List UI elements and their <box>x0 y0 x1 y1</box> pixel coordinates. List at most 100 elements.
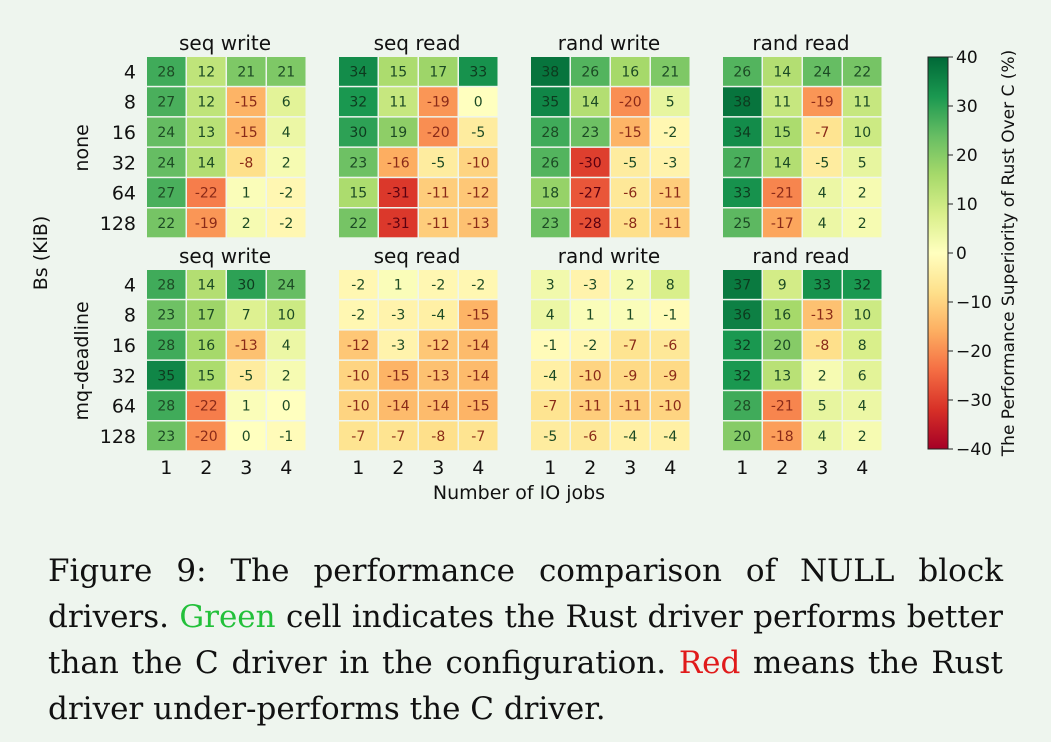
cell-value-label: 24 <box>277 277 295 293</box>
heatmap-cell <box>571 330 610 360</box>
heatmap-cell <box>843 208 882 238</box>
cell-value-label: -1 <box>543 338 557 354</box>
heatmap-cell <box>531 300 570 330</box>
heatmap-cell <box>187 117 226 147</box>
panel-title: rand read <box>752 244 849 268</box>
panel-title: rand read <box>752 31 849 55</box>
colorbar-tick-label: −20 <box>956 342 992 362</box>
x-tick-label: 1 <box>352 457 364 479</box>
cell-value-label: 19 <box>389 125 407 141</box>
cell-value-label: 1 <box>586 308 595 324</box>
cell-value-label: -7 <box>815 125 829 141</box>
cell-value-label: 5 <box>858 155 867 171</box>
cell-value-label: -12 <box>427 338 450 354</box>
cell-value-label: 0 <box>242 429 251 445</box>
cell-value-label: -7 <box>391 429 405 445</box>
heatmap-cell <box>459 391 498 420</box>
heatmap-cell <box>611 57 650 86</box>
cell-value-label: 28 <box>157 338 175 354</box>
cell-value-label: 30 <box>349 125 367 141</box>
heatmap-cell <box>379 270 418 299</box>
heatmap-cell <box>227 300 266 330</box>
heatmap-cell <box>723 270 762 299</box>
cell-value-label: 4 <box>858 399 867 415</box>
heatmap-cell <box>459 178 498 207</box>
cell-value-label: -3 <box>663 155 677 171</box>
cell-value-label: -19 <box>427 95 450 111</box>
heatmap-cell <box>803 87 842 117</box>
heatmap-cell <box>843 117 882 147</box>
heatmap-cell <box>763 117 802 147</box>
heatmap-cell <box>419 421 458 451</box>
cell-value-label: -21 <box>771 399 794 415</box>
heatmap-cell <box>763 270 802 299</box>
heatmap-cell <box>723 57 762 86</box>
colorbar-tick-label: 20 <box>956 146 978 166</box>
heatmap-cell <box>611 270 650 299</box>
heatmap-cell <box>571 270 610 299</box>
heatmap-cell <box>419 57 458 86</box>
heatmap-cell <box>843 421 882 451</box>
y-tick-label: 32 <box>112 152 136 174</box>
heatmap-cell <box>571 300 610 330</box>
x-tick-label: 2 <box>776 457 788 479</box>
heatmap-cell <box>763 330 802 360</box>
cell-value-label: -2 <box>351 308 365 324</box>
cell-value-label: 0 <box>474 95 483 111</box>
heatmap-cell <box>267 421 306 451</box>
cell-value-label: 25 <box>733 216 751 232</box>
cell-value-label: 23 <box>349 155 367 171</box>
heatmap-cell <box>339 391 378 420</box>
heatmap-cell <box>459 330 498 360</box>
heatmap-cell <box>531 208 570 238</box>
cell-value-label: -28 <box>579 216 602 232</box>
heatmap-cell <box>763 391 802 420</box>
heatmap-cell <box>571 178 610 207</box>
cell-value-label: 1 <box>394 277 403 293</box>
heatmap-cell <box>187 57 226 86</box>
cell-value-label: 21 <box>237 64 255 80</box>
cell-value-label: -8 <box>431 429 445 445</box>
heatmap-cell <box>651 330 690 360</box>
cell-value-label: -2 <box>583 338 597 354</box>
colorbar-tick-label: −40 <box>956 440 992 460</box>
panel-title: seq write <box>179 244 271 268</box>
cell-value-label: 14 <box>197 155 215 171</box>
heatmap-cell <box>763 87 802 117</box>
x-tick-label: 4 <box>472 457 484 479</box>
heatmap-cell <box>531 360 570 390</box>
heatmap-cell <box>571 147 610 177</box>
heatmap-cell <box>187 87 226 117</box>
heatmap-cell <box>147 391 186 420</box>
heatmap-cell <box>379 147 418 177</box>
cell-value-label: -5 <box>623 155 637 171</box>
heatmap-cell <box>147 208 186 238</box>
heatmap-cell <box>723 300 762 330</box>
cell-value-label: 33 <box>469 64 487 80</box>
heatmap-cell <box>843 330 882 360</box>
heatmap-cell <box>723 178 762 207</box>
cell-value-label: -2 <box>471 277 485 293</box>
y-tick-label: 64 <box>112 396 136 418</box>
heatmap-cell <box>339 300 378 330</box>
cell-value-label: -14 <box>387 399 410 415</box>
heatmap-cell <box>267 178 306 207</box>
heatmap-cell <box>651 87 690 117</box>
cell-value-label: -7 <box>351 429 365 445</box>
cell-value-label: -6 <box>663 338 677 354</box>
cell-value-label: 12 <box>197 64 215 80</box>
cell-value-label: -13 <box>235 338 258 354</box>
heatmap-cell <box>267 300 306 330</box>
colorbar-label: The Performance Superiority of Rust Over… <box>999 50 1019 457</box>
caption-prefix: Figure 9: The performance comparison of … <box>48 553 1003 635</box>
cell-value-label: -3 <box>391 308 405 324</box>
cell-value-label: -4 <box>623 429 637 445</box>
heatmap-cell <box>379 421 418 451</box>
cell-value-label: -2 <box>279 186 293 202</box>
panel-title: seq write <box>179 31 271 55</box>
heatmap-cell <box>723 391 762 420</box>
cell-value-label: 36 <box>733 308 751 324</box>
colorbar-tick-label: 10 <box>956 195 978 215</box>
heatmap-cell <box>803 117 842 147</box>
heatmap-cell <box>803 300 842 330</box>
